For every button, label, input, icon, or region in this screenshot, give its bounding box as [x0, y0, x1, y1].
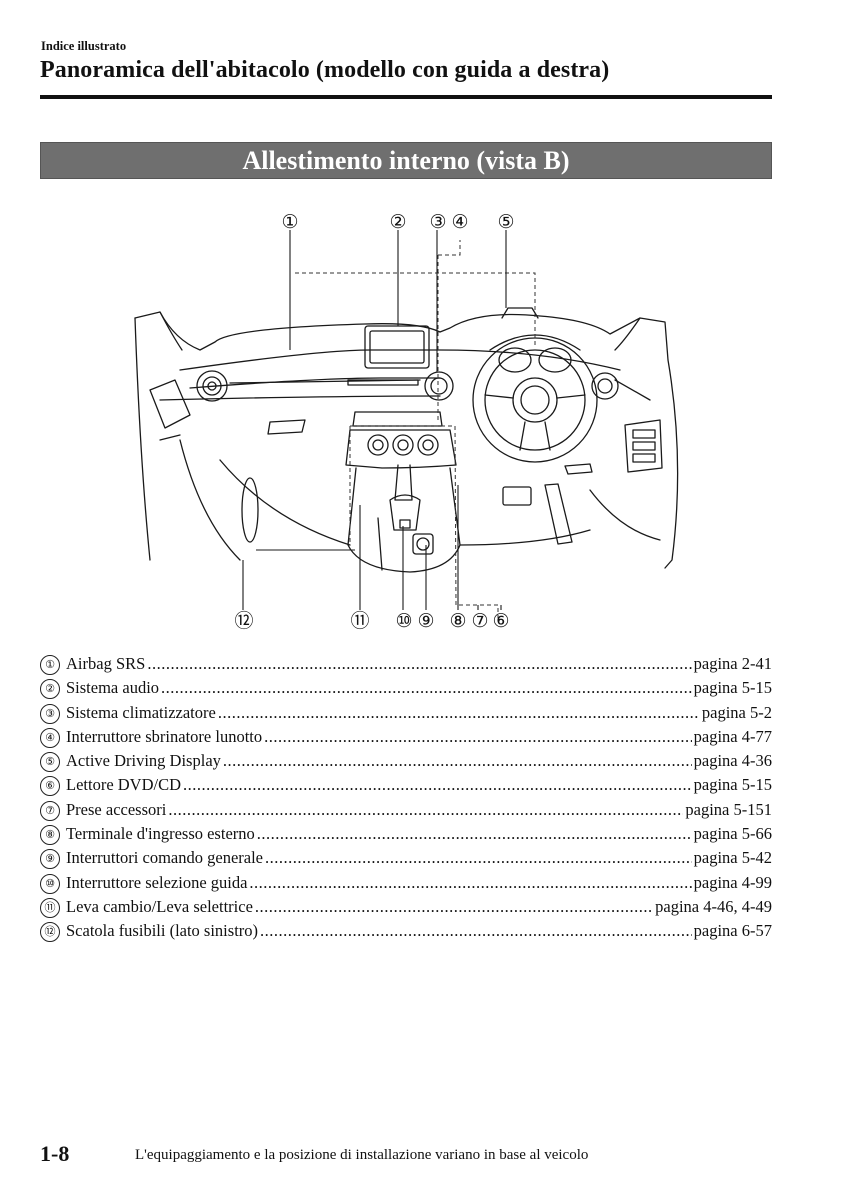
dot-leader	[255, 897, 653, 917]
dot-leader	[260, 921, 692, 941]
list-item: ⑤ Active Driving Display pagina 4-36	[40, 751, 772, 775]
page-reference: pagina 5-2	[701, 702, 772, 722]
dot-leader	[223, 751, 692, 771]
item-number: ⑩	[40, 873, 60, 894]
item-number: ③	[40, 703, 60, 724]
page-reference: pagina 6-57	[693, 921, 772, 941]
page-reference: pagina 4-46, 4-49	[655, 896, 772, 916]
page-reference: pagina 5-15	[693, 678, 772, 698]
dot-leader	[249, 873, 691, 893]
item-label: Scatola fusibili (lato sinistro)	[66, 921, 259, 941]
item-label: Lettore DVD/CD	[66, 775, 182, 795]
item-label: Interruttori comando generale	[66, 848, 263, 868]
component-index-list: ① Airbag SRS pagina 2-41 ② Sistema audio pag…	[40, 654, 772, 946]
callout-1: ①	[281, 212, 298, 233]
item-label: Terminale d'ingresso esterno	[66, 824, 255, 844]
section-label: Indice illustrato	[41, 39, 127, 53]
dot-leader	[264, 727, 692, 747]
dot-leader	[168, 800, 683, 820]
callout-4: ④	[451, 212, 468, 233]
dot-leader	[265, 848, 692, 868]
page-reference: pagina 4-77	[693, 726, 772, 746]
item-number: ⑤	[40, 752, 60, 773]
list-item: ④ Interruttore sbrinatore lunotto pagina 4…	[40, 727, 772, 751]
item-number: ④	[40, 727, 60, 748]
title-rule	[40, 95, 772, 99]
callout-10: ⑩	[395, 611, 412, 632]
callout-3: ③	[429, 212, 446, 233]
item-number: ⑨	[40, 849, 60, 870]
callout-6: ⑥	[492, 611, 509, 632]
page-number: 1-8	[40, 1141, 70, 1166]
dot-leader	[147, 654, 691, 674]
dot-leader	[161, 678, 692, 698]
list-item: ⑫ Scatola fusibili (lato sinistro) pagina …	[40, 921, 772, 945]
section-banner: Allestimento interno (vista B)	[40, 142, 772, 179]
page-reference: pagina 2-41	[693, 654, 772, 673]
dot-leader	[257, 824, 692, 844]
callout-2: ②	[389, 212, 406, 233]
dot-leader	[218, 703, 700, 723]
item-label: Sistema climatizzatore	[66, 702, 216, 722]
list-item: ⑧ Terminale d'ingresso esterno pagina 5-66	[40, 824, 772, 848]
list-item: ⑥ Lettore DVD/CD pagina 5-15	[40, 775, 772, 799]
list-item: ⑩ Interruttore selezione guida pagina 4-99	[40, 873, 772, 897]
callout-11: ⑪	[350, 610, 369, 632]
cockpit-diagram: ① ② ③ ④ ⑤ ⑥ ⑦ ⑧ ⑨ ⑩ ⑪ ⑫	[134, 212, 679, 632]
list-item: ① Airbag SRS pagina 2-41	[40, 654, 772, 678]
item-number: ⑥	[40, 776, 60, 797]
callout-5: ⑤	[497, 212, 514, 233]
callout-9: ⑨	[417, 611, 434, 632]
item-label: Sistema audio	[66, 678, 160, 698]
item-number: ⑧	[40, 825, 60, 846]
list-item: ③ Sistema climatizzatore pagina 5-2	[40, 703, 772, 727]
dot-leader	[183, 775, 692, 795]
item-number: ①	[40, 655, 60, 675]
callout-8: ⑧	[449, 611, 466, 632]
item-number: ⑫	[40, 922, 60, 943]
item-label: Interruttore selezione guida	[66, 872, 248, 892]
item-label: Interruttore sbrinatore lunotto	[66, 726, 263, 746]
item-label: Active Driving Display	[66, 751, 221, 771]
item-label: Leva cambio/Leva selettrice	[66, 896, 253, 916]
callout-7: ⑦	[471, 611, 488, 632]
page-reference: pagina 5-15	[693, 775, 772, 795]
item-number: ⑪	[40, 897, 60, 918]
item-label: Prese accessori	[66, 799, 167, 819]
item-label: Airbag SRS	[66, 654, 146, 673]
page-reference: pagina 4-99	[693, 872, 772, 892]
page-title: Panoramica dell'abitacolo (modello con g…	[40, 57, 610, 83]
list-item: ⑪ Leva cambio/Leva selettrice pagina 4-46,…	[40, 897, 772, 921]
page-reference: pagina 5-66	[693, 824, 772, 844]
page-reference: pagina 4-36	[693, 751, 772, 771]
callout-12: ⑫	[234, 610, 253, 632]
list-item: ⑦ Prese accessori pagina 5-151	[40, 800, 772, 824]
item-number: ⑦	[40, 800, 60, 821]
page-reference: pagina 5-42	[693, 848, 772, 868]
list-item: ⑨ Interruttori comando generale pagina 5-4…	[40, 848, 772, 872]
footer-note: L'equipaggiamento e la posizione di inst…	[135, 1147, 589, 1163]
item-number: ②	[40, 679, 60, 700]
list-item: ② Sistema audio pagina 5-15	[40, 678, 772, 702]
page-reference: pagina 5-151	[685, 799, 772, 819]
